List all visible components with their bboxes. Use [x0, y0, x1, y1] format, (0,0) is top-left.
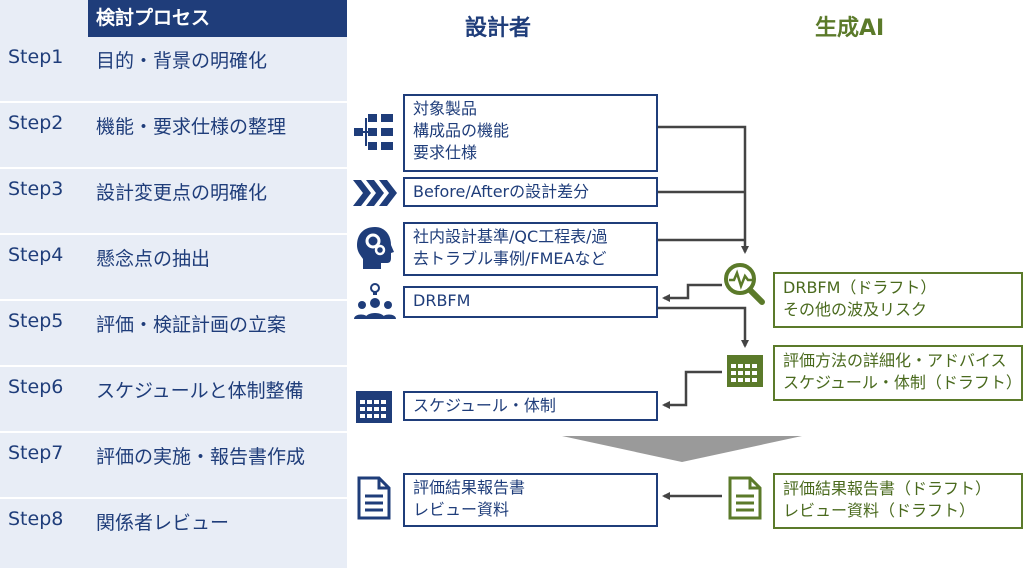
- arrow-b1-to-ai: [658, 125, 749, 254]
- ai-column-title: 生成AI: [815, 16, 885, 41]
- header-blank-cell: [0, 0, 88, 37]
- designer-box-product: 対象製品 構成品の機能 要求仕様: [403, 94, 658, 172]
- document-icon: [728, 476, 762, 520]
- step-row: Step8 関係者レビュー: [0, 499, 347, 565]
- arrow-g1-to-drbfm: [662, 283, 722, 302]
- team-idea-icon: [354, 283, 396, 319]
- designer-box-schedule: スケジュール・体制: [403, 391, 658, 421]
- step-row: Step2 機能・要求仕様の整理: [0, 103, 347, 169]
- magnifier-pulse-icon: [724, 263, 765, 305]
- step-row: Step5 評価・検証計画の立案: [0, 301, 347, 367]
- process-header-title: 検討プロセス: [88, 0, 347, 37]
- box-line: その他の波及リスク: [783, 300, 928, 319]
- hierarchy-icon: [354, 114, 393, 150]
- ai-box-drbfm-draft: DRBFM（ドラフト） その他の波及リスク: [773, 272, 1023, 328]
- step-number: Step1: [8, 46, 64, 68]
- step-row: Step1 目的・背景の明確化: [0, 37, 347, 103]
- step-label: 懸念点の抽出: [96, 248, 211, 270]
- step-label: 機能・要求仕様の整理: [96, 116, 287, 138]
- brain-gear-icon: [357, 227, 394, 269]
- box-line: レビュー資料: [413, 500, 510, 519]
- designer-column-title: 設計者: [465, 16, 532, 41]
- step-label: 評価の実施・報告書作成: [96, 446, 306, 468]
- row-separator: [0, 365, 347, 367]
- box-line: 評価結果報告書: [413, 478, 526, 497]
- row-separator: [0, 101, 347, 103]
- box-line: DRBFM: [413, 291, 471, 310]
- box-line: Before/Afterの設計差分: [413, 182, 590, 201]
- step-row: Step6 スケジュールと体制整備: [0, 367, 347, 433]
- step-label: 評価・検証計画の立案: [96, 314, 287, 336]
- box-line: 要求仕様: [413, 143, 478, 162]
- step-row: Step7 評価の実施・報告書作成: [0, 433, 347, 499]
- step-label: 設計変更点の明確化: [96, 182, 268, 204]
- step-number: Step2: [8, 112, 64, 134]
- chevrons-icon: [353, 180, 397, 206]
- step-number: Step5: [8, 310, 64, 332]
- box-line: 評価結果報告書（ドラフト）: [783, 479, 992, 498]
- step-number: Step3: [8, 178, 64, 200]
- calendar-icon: [356, 391, 392, 423]
- row-separator: [0, 233, 347, 235]
- box-line: 評価方法の詳細化・アドバイス: [783, 351, 1007, 370]
- designer-box-drbfm: DRBFM: [403, 286, 658, 318]
- arrow-g2-to-schedule: [662, 370, 722, 409]
- step-label: スケジュールと体制整備: [96, 380, 304, 402]
- step-number: Step8: [8, 508, 64, 530]
- row-separator: [0, 167, 347, 169]
- step-row: Step3 設計変更点の明確化: [0, 169, 347, 235]
- box-line: スケジュール・体制（ドラフト）: [783, 373, 1022, 392]
- row-separator: [0, 497, 347, 499]
- designer-box-report: 評価結果報告書 レビュー資料: [403, 473, 658, 527]
- calendar-icon: [727, 355, 763, 387]
- step-number: Step4: [8, 244, 64, 266]
- box-line: スケジュール・体制: [413, 396, 556, 415]
- box-line: DRBFM（ドラフト）: [783, 278, 937, 297]
- box-line: 去トラブル事例/FMEAなど: [413, 249, 607, 268]
- box-line: 社内設計基準/QC工程表/過: [413, 227, 608, 246]
- step-label: 関係者レビュー: [96, 512, 230, 534]
- ai-box-eval-advice: 評価方法の詳細化・アドバイス スケジュール・体制（ドラフト）: [773, 345, 1023, 401]
- box-line: 対象製品: [413, 99, 478, 118]
- step-number: Step7: [8, 442, 64, 464]
- document-icon: [357, 476, 391, 520]
- designer-box-standards: 社内設計基準/QC工程表/過 去トラブル事例/FMEAなど: [403, 222, 658, 276]
- box-line: レビュー資料（ドラフト）: [783, 501, 976, 520]
- box-line: 構成品の機能: [413, 121, 510, 140]
- step-row: Step4 懸念点の抽出: [0, 235, 347, 301]
- process-steps-panel: 検討プロセス Step1 目的・背景の明確化 Step2 機能・要求仕様の整理 …: [0, 0, 347, 568]
- row-separator: [0, 299, 347, 301]
- arrow-drbfm-to-g2: [658, 306, 749, 348]
- phase-divider-arrow: [562, 436, 802, 462]
- step-number: Step6: [8, 376, 64, 398]
- row-separator: [0, 431, 347, 433]
- step-label: 目的・背景の明確化: [96, 50, 268, 72]
- process-header: 検討プロセス: [0, 0, 347, 37]
- ai-box-report-draft: 評価結果報告書（ドラフト） レビュー資料（ドラフト）: [773, 473, 1023, 529]
- designer-box-diff: Before/Afterの設計差分: [403, 177, 658, 207]
